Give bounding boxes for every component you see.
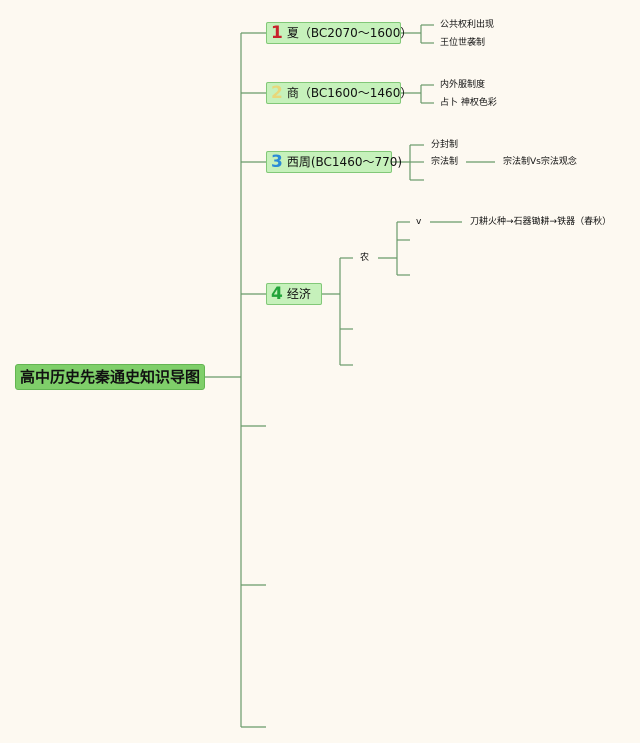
- branch-label-shang: 商（BC1600～1460）: [286, 86, 413, 100]
- branch-label-western-zhou: 西周(BC1460～770): [286, 155, 403, 169]
- leaf-public-power[interactable]: 公共权利出现: [440, 20, 495, 30]
- leaf-agriculture[interactable]: 农: [360, 253, 370, 263]
- leaf-agri-mark: v: [416, 217, 422, 227]
- branch-number-3: 3: [271, 152, 283, 172]
- leaf-fengjian[interactable]: 分封制: [431, 140, 459, 150]
- leaf-zongfa[interactable]: 宗法制: [431, 157, 459, 167]
- root-node-title[interactable]: 高中历史先秦通史知识导图: [15, 364, 205, 390]
- branch-number-2: 2: [271, 83, 283, 103]
- leaf-hereditary-throne[interactable]: 王位世袭制: [440, 38, 486, 48]
- leaf-zongfa-vs[interactable]: 宗法制Vs宗法观念: [503, 157, 577, 167]
- branch-number-4: 4: [271, 284, 283, 304]
- leaf-farming-evolution[interactable]: 刀耕火种→石器锄耕→铁器（春秋）: [470, 217, 612, 227]
- leaf-divination[interactable]: 占卜 神权色彩: [440, 98, 497, 108]
- branch-number-1: 1: [271, 23, 283, 43]
- branch-label-economy: 经济: [286, 287, 311, 301]
- branch-label-xia: 夏（BC2070～1600）: [286, 26, 413, 40]
- leaf-inner-outer-system[interactable]: 内外服制度: [440, 80, 486, 90]
